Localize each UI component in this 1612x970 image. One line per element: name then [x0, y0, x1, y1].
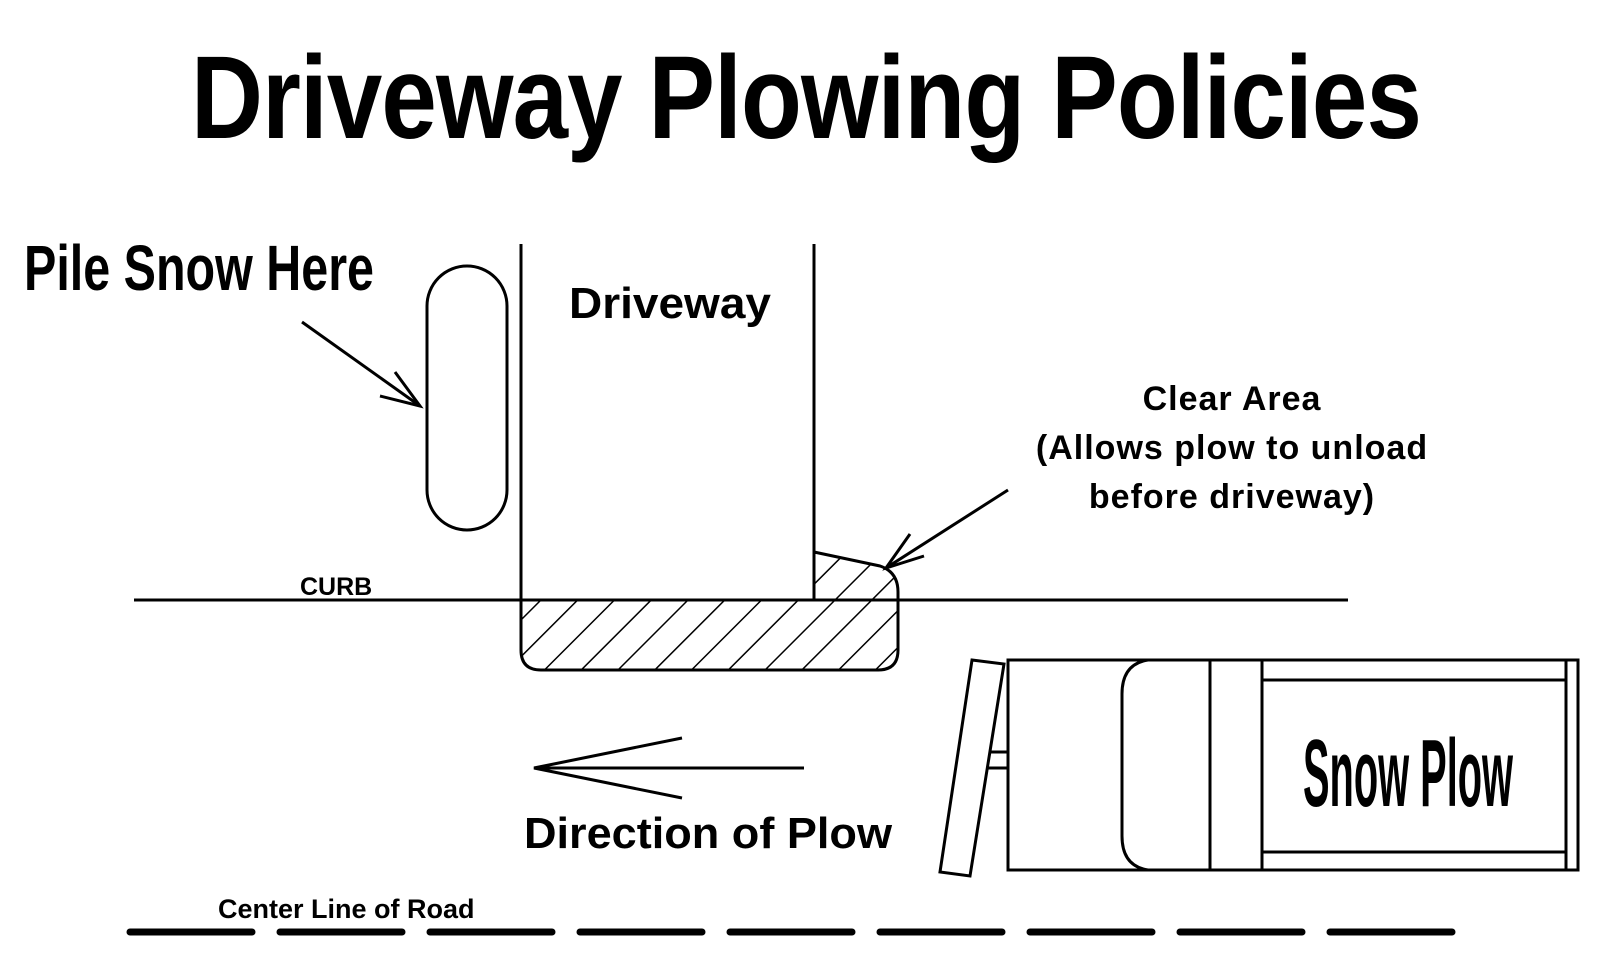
- truck-label: Snow Plow: [1303, 720, 1513, 827]
- truck-body: [1006, 658, 1580, 872]
- pile-snow-label: Pile Snow Here: [24, 232, 374, 304]
- clear-area-arrow: [882, 488, 1009, 571]
- clear-area-line-2: (Allows plow to unload: [1036, 429, 1428, 467]
- truck-windshield: [1120, 658, 1149, 872]
- snow-plow-truck: Snow Plow: [938, 658, 1580, 878]
- plow-blade: [938, 658, 1006, 878]
- snow-pile-area: [425, 264, 509, 532]
- clear-area-line-1: Clear Area: [1143, 380, 1322, 418]
- driveway-outline: [519, 244, 816, 600]
- clear-area-label: Clear Area (Allows plow to unload before…: [1036, 380, 1428, 516]
- clear-area-line-3: before driveway): [1089, 478, 1375, 516]
- curb-label: CURB: [300, 573, 372, 601]
- direction-label: Direction of Plow: [524, 809, 893, 858]
- center-line-label: Center Line of Road: [218, 894, 475, 924]
- page-title: Driveway Plowing Policies: [191, 32, 1421, 164]
- pile-arrow: [301, 320, 424, 409]
- direction-arrow: [533, 736, 804, 800]
- driveway-label: Driveway: [569, 279, 772, 328]
- clear-area-hatch: [519, 550, 900, 672]
